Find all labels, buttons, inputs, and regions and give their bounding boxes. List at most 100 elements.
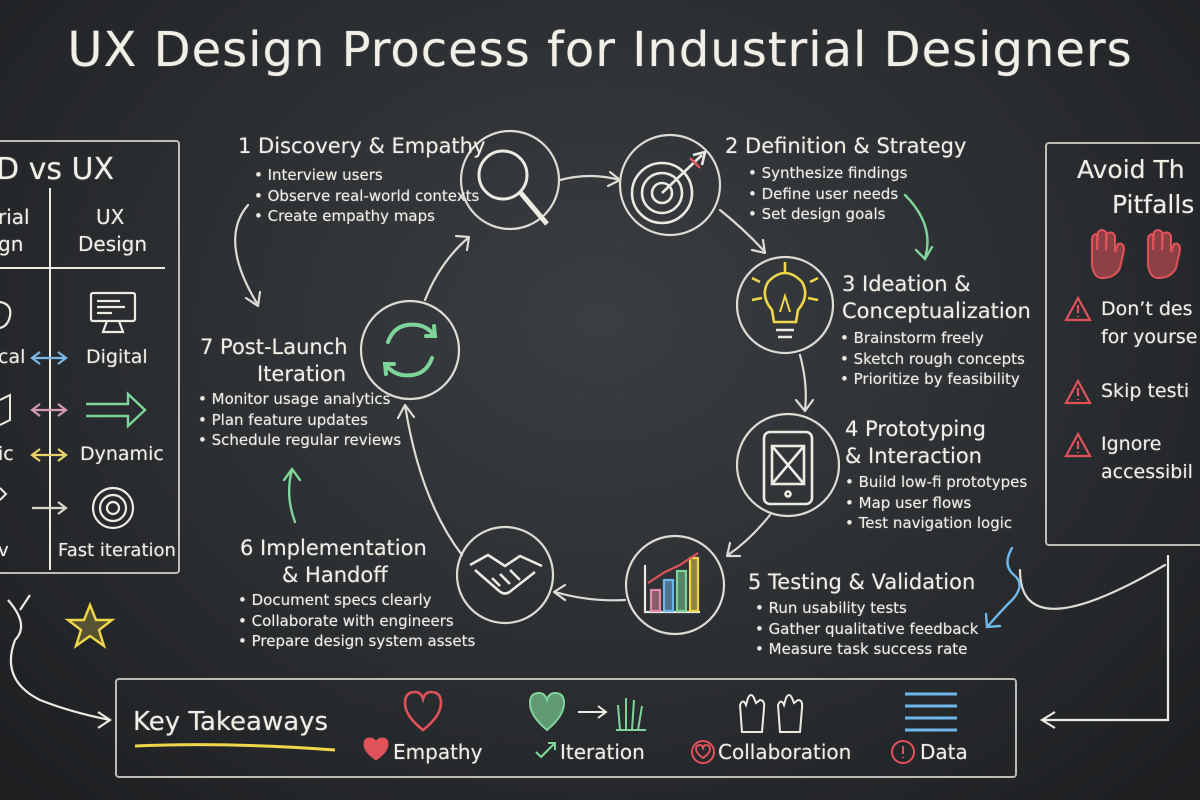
refresh-cycle-icon [382,322,438,378]
list-item: Plan feature updates [198,410,401,431]
star-icon [64,601,116,650]
green-arrow-implementation [287,468,297,524]
pitfalls-heading-line-2: Pitfalls [1112,190,1195,219]
list-item: Synthesize findings [748,163,908,184]
list-item: Gather qualitative feedback [755,619,979,640]
stage-4-title-line-2: & Interaction [845,444,982,468]
comparison-right-header-2: Design [78,232,148,256]
stage-circle-ideation [735,255,835,355]
bar-chart-icon [643,552,700,614]
stage-5-list: Run usability tests Gather qualitative f… [755,598,979,660]
comparison-row-1-right: Digital [86,346,148,368]
list-item: Schedule regular reviews [198,430,402,451]
list-item: Prioritize by feasibility [840,369,1025,390]
stage-circle-prototyping [735,412,841,518]
blue-squiggle-arrow [986,546,1021,628]
arrow-ideation-to-prototyping [798,353,807,412]
arrow-discovery-to-definition [558,174,622,182]
stage-3-list: Brainstorm freely Sketch rough concepts … [840,328,1025,390]
alert-circle-icon [891,740,915,764]
list-item: Create empathy maps [254,206,479,227]
gear-icon [0,300,12,330]
comparison-row-4-right: Fast iteration [58,540,176,561]
arrow-implementation-to-postlaunch [403,403,464,557]
spiral-icon [91,486,135,530]
comparison-right-header-1: UX [96,205,125,229]
stage-circle-post-launch [359,299,461,401]
right-arrow-icon [32,501,68,515]
arrow-postlaunch-to-discovery [423,236,470,302]
comparison-left-header-2: gn [0,232,24,256]
big-arrow-icon [86,391,147,429]
pitfall-3-line-1: Ignore [1101,433,1162,455]
list-item: Measure task success rate [755,639,978,660]
stage-1-title: 1 Discovery & Empathy [238,134,486,158]
open-hand-icon [616,698,646,731]
list-item: Brainstorm freely [840,328,1025,349]
wrench-icon [0,487,8,501]
cycle-arrow-icon [535,742,556,759]
right-arrow-to-takeaways [1039,555,1170,729]
double-arrow-icon-row2 [30,403,68,417]
list-item: Run usability tests [755,598,978,619]
comparison-row-3-left: ic [0,443,14,465]
stage-4-list: Build low-fi prototypes Map user flows T… [845,472,1028,534]
green-arrow-definition [903,193,929,260]
stage-1-list: Interview users Observe real-world conte… [254,165,480,227]
stage-circle-testing [624,534,726,636]
comparison-row-4-left: v [0,540,9,561]
list-item: Collaborate with engineers [238,611,475,632]
takeaway-collaboration-label: Collaboration [718,740,852,764]
arrow-list1-to-postlaunch [234,203,260,307]
warning-icon-1 [1064,295,1092,322]
stage-3-title-line-2: Conceptualization [842,299,1031,323]
phone-wireframe-icon [762,430,814,506]
list-item: Build low-fi prototypes [845,472,1028,493]
comparison-row-1-left: cal [0,346,26,368]
pitfalls-panel [1045,142,1200,546]
stage-6-title-line-2: & Handoff [282,563,388,587]
arrow-list5-to-implementation [1018,563,1167,610]
stage-7-list: Monitor usage analytics Plan feature upd… [198,389,402,451]
pitfall-3-line-2: accessibil [1101,461,1193,483]
curvy-arrow-to-takeaways [7,594,112,729]
stage-2-title: 2 Definition & Strategy [725,134,967,158]
takeaway-data-label: Data [920,740,968,764]
arrow-definition-to-ideation [718,208,767,254]
warning-icon-2 [1064,378,1092,405]
list-item: Document specs clearly [238,590,475,611]
magnifying-glass-icon [477,149,549,226]
pitfall-1-line-2: for yourse [1101,326,1198,348]
comparison-heading: D vs UX [0,152,115,187]
list-item: Observe real-world contexts [254,186,480,207]
document-lines-icon [905,692,957,732]
stage-5-title: 5 Testing & Validation [748,570,976,594]
stage-3-title-line-1: 3 Ideation & [842,272,971,296]
lightbulb-icon [751,262,819,339]
comparison-row-3-right: Dynamic [80,443,164,465]
stage-4-title-line-1: 4 Prototyping [845,417,986,441]
arrow-testing-to-implementation [553,590,627,602]
takeaways-panel [115,678,1017,778]
target-icon [630,150,707,225]
stage-circle-definition [618,133,722,237]
hand-stop-icon-2 [1147,229,1182,280]
list-item: Interview users [254,165,479,186]
list-item: Define user needs [748,184,908,205]
two-hands-icon [738,694,804,733]
arrow-to-hand-icon [578,705,608,719]
pitfalls-heading-line-1: Avoid Th [1077,155,1185,184]
list-item: Monitor usage analytics [198,389,401,410]
warning-icon-3 [1064,431,1092,458]
comparison-left-header-1: rial [0,205,30,229]
takeaways-heading: Key Takeaways [133,707,329,737]
heart-icon [363,737,389,761]
stage-7-title-line-2: Iteration [257,362,347,386]
stage-circle-implementation [455,525,555,625]
hand-stop-icon-1 [1091,229,1126,280]
takeaway-iteration-label: Iteration [560,740,645,764]
list-item: Sketch rough concepts [840,349,1025,370]
heart-outline-icon [691,740,715,764]
heart-outline-icon-large [403,690,443,732]
green-heart-icon [528,691,566,732]
